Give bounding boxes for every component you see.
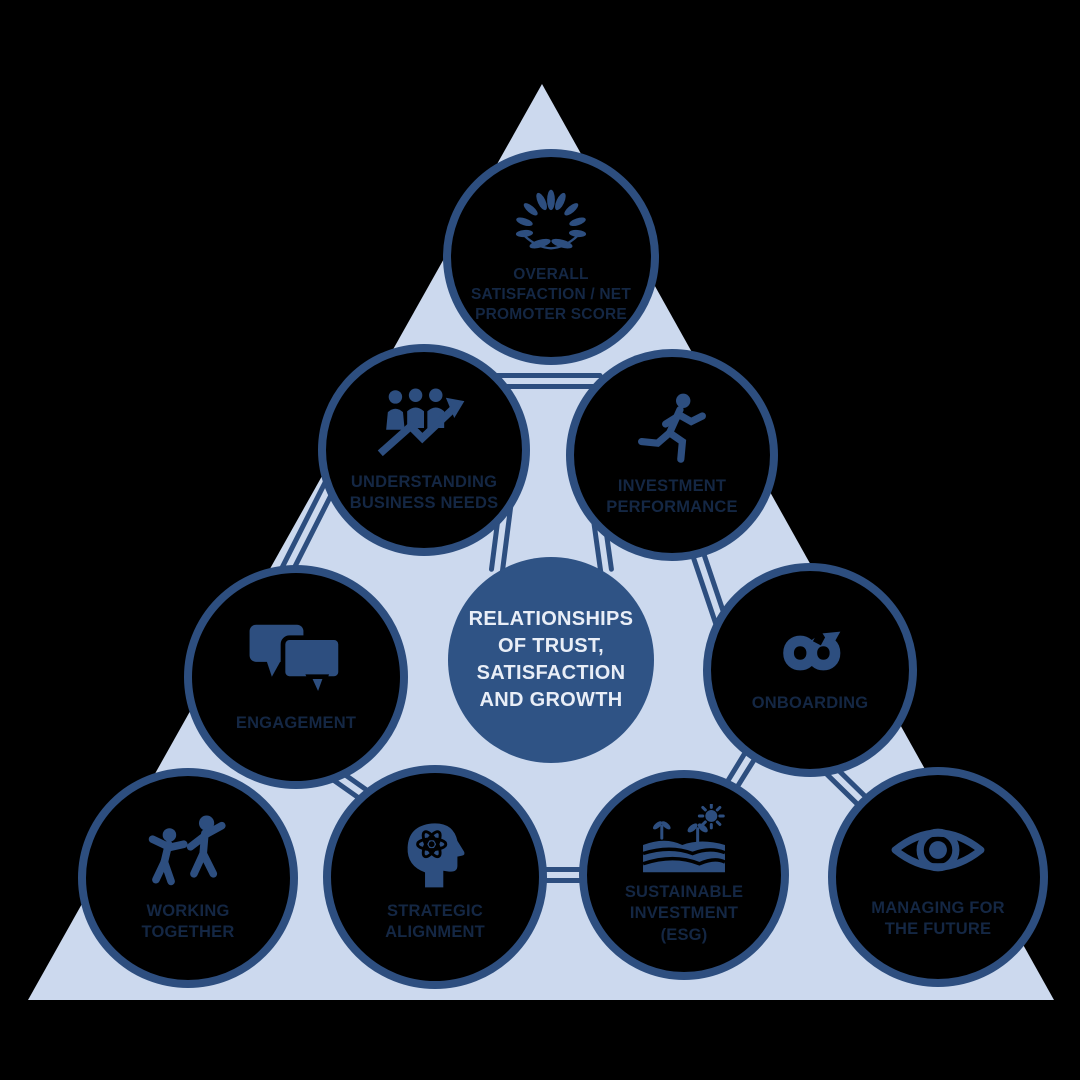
node-label: ENGAGEMENT [235,714,357,733]
node-label: WORKING TOGETHER [141,901,235,941]
laurel-wreath-icon [515,190,587,250]
node-label: SUSTAINABLE INVESTMENT (ESG) [624,883,744,944]
node-label: INVESTMENT PERFORMANCE [606,476,738,516]
node-strategic-alignment: STRATEGIC ALIGNMENT [323,765,547,989]
strategy-head-icon [407,823,465,888]
node-sustainable-investment: SUSTAINABLE INVESTMENT (ESG) [579,770,789,980]
esg-field-icon [642,804,726,873]
chat-bubbles-icon [249,625,343,702]
node-center-relationships: RELATIONSHIPS OF TRUST, SATISFACTION AND… [448,557,654,763]
center-label: RELATIONSHIPS OF TRUST, SATISFACTION AND… [468,608,634,711]
node-onboarding: ONBOARDING [703,563,917,777]
eye-icon [891,828,985,872]
node-label: UNDERSTANDING BUSINESS NEEDS [349,472,499,512]
people-growth-icon [377,388,465,456]
node-label: MANAGING FOR THE FUTURE [871,898,1005,938]
node-label: OVERALL SATISFACTION / NET PROMOTER SCOR… [470,266,632,323]
node-label: ONBOARDING [751,694,869,713]
node-working-together: WORKING TOGETHER [78,768,298,988]
node-label: STRATEGIC ALIGNMENT [385,901,485,941]
node-engagement: ENGAGEMENT [184,565,408,789]
node-investment-performance: INVESTMENT PERFORMANCE [566,349,778,561]
node-understanding-business-needs: UNDERSTANDING BUSINESS NEEDS [318,344,530,556]
infinity-icon [783,630,841,671]
node-overall-satisfaction: OVERALL SATISFACTION / NET PROMOTER SCOR… [443,149,659,365]
node-managing-for-future: MANAGING FOR THE FUTURE [828,767,1048,987]
teamwork-icon [148,815,226,886]
runner-icon [638,393,706,463]
